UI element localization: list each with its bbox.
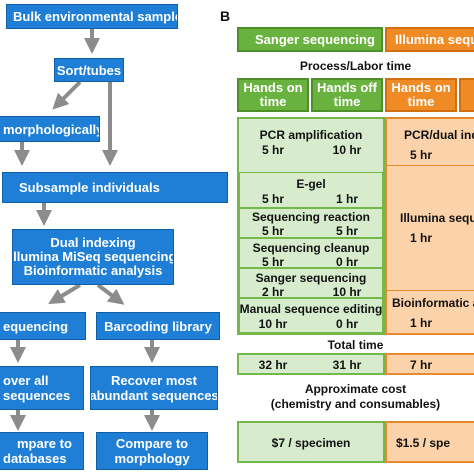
process-title: Process/Labor time [299, 59, 412, 73]
sanger-step-divider-3 [239, 238, 383, 268]
recover-all-box: over all sequences [0, 366, 84, 410]
sanger-step-on: 5 hr [261, 143, 284, 157]
illumina-step-name: Illumina sequ [400, 211, 474, 225]
illumina-total-row [385, 353, 474, 375]
illumina-step-divider-1 [387, 165, 474, 166]
sanger-step-name: Manual sequence editing [239, 302, 383, 316]
sanger-step-off: 0 hr [335, 255, 358, 269]
sanger-header-label: Sanger sequencing [255, 32, 375, 47]
cost-title-line-2: (chemistry and consumables) [270, 397, 441, 411]
illumina-hands-on-line-2: time [407, 94, 435, 109]
sort-tubes-box: Sort/tubes [54, 58, 124, 82]
sanger-cost-value: $7 / specimen [271, 436, 351, 450]
sanger-header: Sanger sequencing [237, 27, 383, 52]
sanger-step-name: PCR amplification [259, 128, 363, 142]
sequencing-label: equencing [3, 318, 69, 334]
compare-databases-line-1: mpare to [17, 436, 72, 451]
sanger-step-on: 5 hr [261, 255, 284, 269]
recover-all-line-1: over all [3, 373, 49, 388]
subsample-label: Subsample individuals [19, 180, 160, 195]
sanger-total-off: 31 hr [332, 358, 362, 372]
arrow-dual-to-barcoding [96, 283, 125, 305]
compare-morphology-line-1: Compare to [115, 436, 189, 451]
sanger-step-off: 10 hr [332, 285, 362, 299]
illumina-header: Illumina sequ [385, 27, 474, 52]
cost-title-line-1: Approximate cost [304, 382, 407, 396]
sanger-step-off: 10 hr [332, 143, 362, 157]
hands-on-header: Hands on time [237, 78, 309, 112]
sanger-step-off: 1 hr [335, 192, 358, 206]
sanger-step-off: 0 hr [335, 317, 358, 331]
bulk-sample-label: Bulk environmental sample [13, 9, 178, 24]
panel-b-label: B [220, 8, 231, 24]
recover-abundant-box: Recover most abundant sequences [90, 366, 218, 410]
sanger-step-on: 2 hr [261, 285, 284, 299]
sanger-step-divider-1 [239, 172, 383, 208]
arrow-sort-to-morph [52, 80, 82, 110]
barcoding-library-box: Barcoding library [96, 312, 220, 340]
illumina-step-name: Bioinformatic a [392, 296, 474, 310]
illumina-cost-value: $1.5 / spe [396, 436, 451, 450]
dual-indexing-box: Dual indexing Illumina MiSeq sequencing … [12, 229, 174, 285]
compare-morphology-box: Compare to morphology [96, 432, 208, 470]
sanger-total-row [237, 353, 385, 375]
hands-off-line-1: Hands off [317, 80, 377, 95]
illumina-step-on: 1 hr [410, 316, 433, 330]
dual-indexing-line-3: Bioinformatic analysis [23, 263, 163, 278]
hands-on-line-1: Hands on [243, 80, 303, 95]
illumina-total-on: 7 hr [410, 358, 433, 372]
subsample-box: Subsample individuals [2, 172, 228, 203]
illumina-hands-on-line-1: Hands on [391, 80, 451, 95]
morphologically-label: morphologically [3, 121, 100, 137]
recover-abundant-line-2: abundant sequences [90, 388, 218, 403]
sanger-total-on: 32 hr [258, 358, 288, 372]
recover-all-line-2: sequences [3, 388, 71, 403]
recover-abundant-line-1: Recover most [111, 373, 197, 388]
illumina-hands-off-header [459, 78, 474, 112]
compare-databases-box: mpare to databases [0, 432, 84, 470]
sanger-step-divider-2 [239, 208, 383, 238]
hands-off-header: Hands off time [311, 78, 383, 112]
illumina-step-on: 5 hr [410, 148, 433, 162]
total-time-title: Total time [327, 338, 384, 352]
sanger-cost-box [237, 421, 385, 463]
hands-on-line-2: time [259, 94, 287, 109]
sanger-step-divider-4 [239, 268, 383, 298]
sanger-step-divider-5 [239, 298, 383, 333]
flow-arrows [10, 29, 160, 431]
dual-indexing-line-2: Illumina MiSeq sequencing [12, 249, 174, 264]
hands-off-line-2: time [333, 94, 361, 109]
barcoding-library-label: Barcoding library [104, 318, 212, 334]
sort-tubes-label: Sort/tubes [56, 62, 122, 78]
sanger-step-on: 5 hr [261, 192, 284, 206]
dual-indexing-line-1: Dual indexing [50, 235, 136, 250]
sanger-step-on: 10 hr [258, 317, 288, 331]
bulk-sample-box: Bulk environmental sample [6, 4, 178, 29]
illumina-steps-panel [385, 117, 474, 335]
illumina-hands-on-header: Hands on time [385, 78, 457, 112]
illumina-step-on: 1 hr [410, 231, 433, 245]
illumina-step-divider-2 [387, 290, 474, 291]
arrow-dual-to-sequencing [48, 283, 82, 305]
sanger-step-name: Sequencing reaction [251, 210, 371, 224]
illumina-step-name: PCR/dual ind [404, 128, 474, 142]
sanger-step-name: Sanger sequencing [255, 271, 367, 285]
sanger-step-name: Sequencing cleanup [252, 241, 370, 255]
compare-databases-line-2: databases [3, 451, 67, 466]
sanger-step-on: 5 hr [261, 224, 284, 238]
sequencing-box: equencing [0, 312, 86, 340]
sanger-step-off: 5 hr [335, 224, 358, 238]
sanger-step-name: E-gel [296, 177, 326, 191]
illumina-header-label: Illumina sequ [395, 32, 474, 47]
compare-morphology-line-2: morphology [114, 451, 190, 466]
illumina-cost-box [385, 421, 474, 463]
morphologically-box: morphologically [0, 116, 100, 142]
